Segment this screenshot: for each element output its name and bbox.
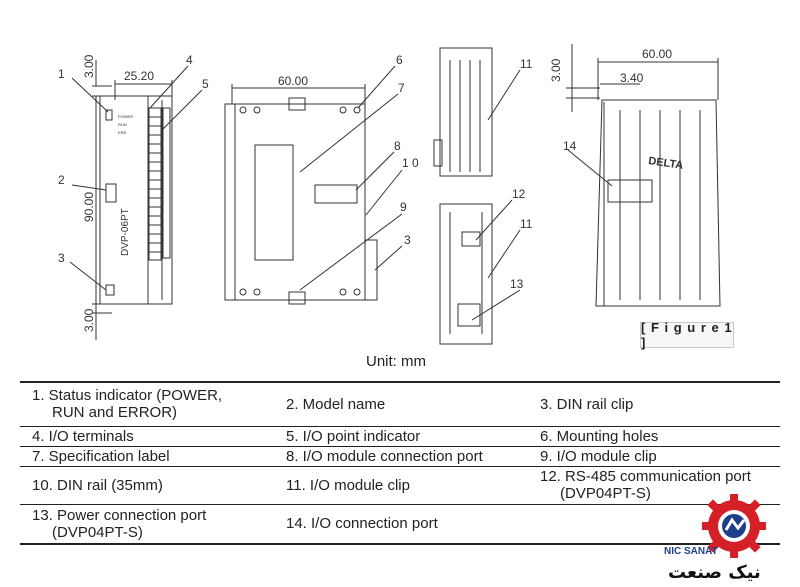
callout-2: 2: [58, 173, 65, 187]
legend-cell: 4. I/O terminals: [32, 427, 134, 445]
dim-25-20: 25.20: [124, 69, 154, 83]
model-name-text: DVP-06PT: [120, 208, 131, 256]
callout-9: 9: [400, 200, 407, 214]
callout-11a: 11: [520, 57, 533, 71]
legend-cell: 11. I/O module clip: [286, 476, 410, 494]
callout-4: 4: [186, 53, 193, 67]
legend-row: 1. Status indicator (POWER,RUN and ERROR…: [20, 382, 780, 426]
callout-13: 13: [510, 277, 524, 291]
callout-3b: 3: [404, 233, 411, 247]
callout-8: 8: [394, 139, 401, 153]
side-view-body: [99, 95, 173, 305]
callout-1: 1: [58, 67, 65, 81]
callout-11b: 11: [520, 217, 533, 231]
legend-cell: 5. I/O point indicator: [286, 427, 421, 445]
logo-persian-text: نیک صنعت: [668, 562, 761, 583]
callout-14: 14: [563, 139, 577, 153]
dim-3-00-top: 3.00: [82, 54, 96, 78]
callout-3a: 3: [58, 251, 65, 265]
din-rail: [364, 239, 378, 301]
legend-row: 13. Power connection port(DVP04PT-S) 14.…: [20, 504, 780, 544]
legend-cell: 1. Status indicator (POWER,RUN and ERROR…: [32, 387, 223, 422]
io-connection-port: [607, 179, 653, 203]
callout-12: 12: [512, 187, 526, 201]
legend-cell: 6. Mounting holes: [540, 427, 659, 445]
dim-60-00-mid: 60.00: [278, 74, 308, 88]
legend-cell: 9. I/O module clip: [540, 447, 657, 465]
callout-7: 7: [398, 81, 405, 95]
legend-row: 4. I/O terminals 5. I/O point indicator …: [20, 426, 780, 446]
top-view-body: [439, 47, 493, 177]
legend-cell: 7. Specification label: [32, 447, 170, 465]
legend-cell: 8. I/O module connection port: [286, 447, 483, 465]
callout-10: 1 0: [402, 156, 419, 170]
led-run: RUN: [118, 122, 127, 127]
legend-cell: 13. Power connection port(DVP04PT-S): [32, 506, 207, 541]
delta-brand-text: DELTA: [648, 155, 684, 172]
led-power: POWER: [118, 114, 133, 119]
dim-3-40: 3.40: [620, 71, 644, 85]
dim-60-00-right: 60.00: [642, 47, 672, 61]
legend-cell: 10. DIN rail (35mm): [32, 476, 163, 494]
dim-90-00: 90.00: [82, 192, 96, 222]
legend-cell: 3. DIN rail clip: [540, 395, 634, 413]
legend-row: 10. DIN rail (35mm) 11. I/O module clip …: [20, 466, 780, 504]
led-err: ERR: [118, 130, 127, 135]
rs485-port: [461, 231, 481, 247]
legend-cell: 2. Model name: [286, 395, 386, 413]
figure-label: [ F i g u r e 1 ]: [640, 320, 734, 350]
dimension-drawing: 3.00 25.20 90.00 3.00 60.00 60.00 3.40 3…: [58, 44, 721, 345]
specification-label: [254, 144, 294, 261]
power-port: [457, 303, 481, 327]
bottom-view-body: [439, 203, 493, 345]
io-terminals: [148, 107, 162, 261]
dim-3-00-right: 3.00: [549, 58, 563, 82]
legend-cell: 14. I/O connection port: [286, 515, 438, 533]
callout-5: 5: [202, 77, 209, 91]
unit-label: Unit: mm: [366, 353, 426, 370]
dim-3-00-bottom: 3.00: [82, 308, 96, 332]
callout-6: 6: [396, 53, 403, 67]
nic-sanat-logo: NIC SANAT نیک صنعت: [664, 494, 766, 583]
legend-row: 7. Specification label 8. I/O module con…: [20, 446, 780, 466]
legend-cell: 12. RS-485 communication port(DVP04PT-S): [540, 468, 751, 502]
legend-table: 1. Status indicator (POWER,RUN and ERROR…: [20, 381, 780, 545]
logo-brand-text: NIC SANAT: [664, 546, 718, 557]
angled-view-body: [595, 99, 721, 307]
